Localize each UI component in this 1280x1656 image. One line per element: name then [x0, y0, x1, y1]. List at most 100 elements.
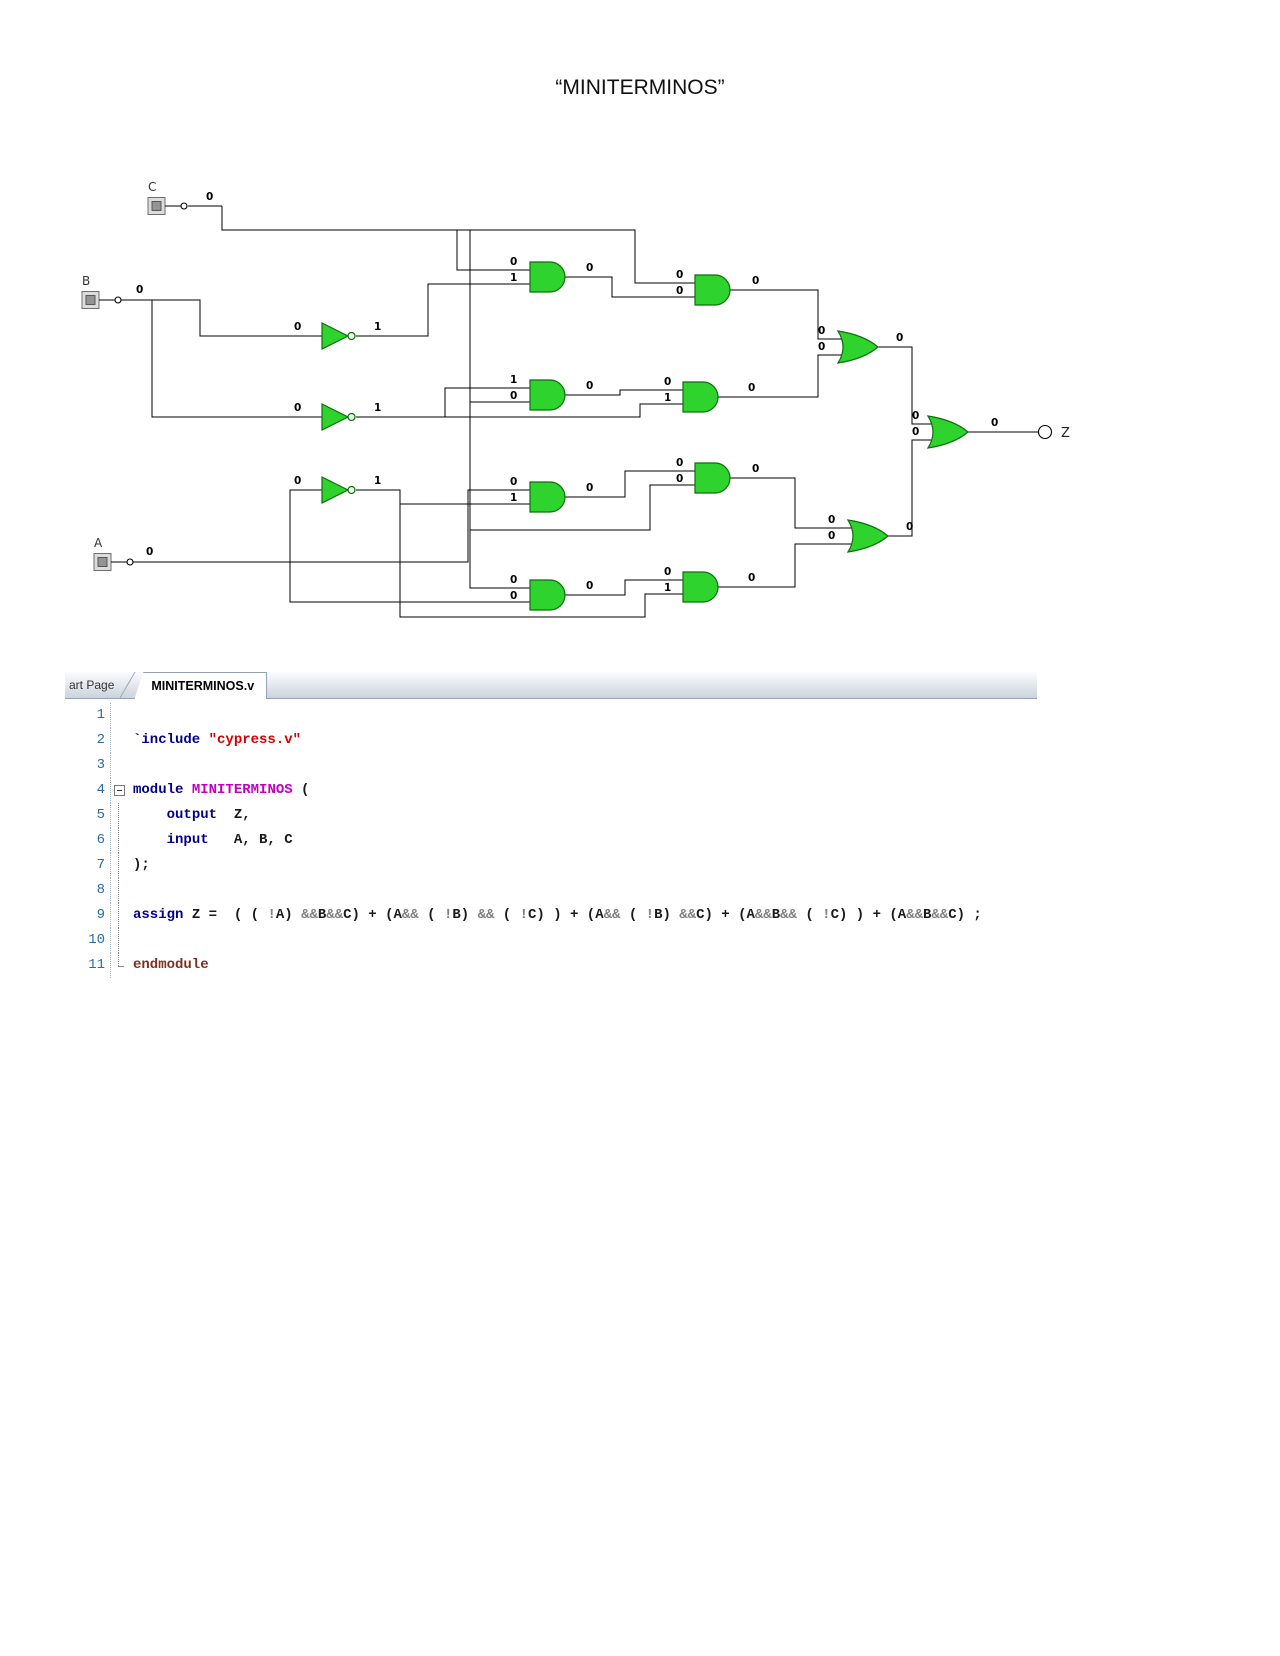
input-terminal [180, 202, 188, 210]
signal-value: 0 [294, 402, 301, 414]
code-line[interactable]: 2`include "cypress.v" [65, 728, 1037, 753]
fold-guide [111, 703, 127, 728]
and-gate-1[interactable] [529, 261, 566, 293]
line-number: 8 [65, 878, 111, 903]
and-gate-body [529, 261, 566, 293]
and-gate-2[interactable] [529, 379, 566, 411]
wire [718, 354, 842, 398]
fold-toggle-icon[interactable] [111, 778, 127, 803]
code-content: assign Z = ( ( !A) &&B&&C) + (A&& ( !B) … [133, 907, 982, 923]
and-gate-4[interactable] [529, 579, 566, 611]
fold-guide [111, 753, 127, 778]
code-content: input A, B, C [166, 832, 293, 848]
code-line[interactable]: 1 [65, 703, 1037, 728]
wire [469, 230, 530, 589]
line-number: 10 [65, 928, 111, 953]
signal-value: 0 [752, 275, 759, 287]
or-gate-3[interactable] [926, 415, 969, 449]
line-number: 2 [65, 728, 111, 753]
code-content [127, 928, 133, 953]
wire [565, 389, 683, 396]
not-gate-1[interactable] [321, 322, 356, 350]
line-number: 5 [65, 803, 111, 828]
wire [878, 346, 932, 425]
signal-value: 0 [510, 590, 517, 602]
signal-value: 1 [510, 272, 517, 284]
and-gate-7[interactable] [694, 462, 731, 494]
tab-start-page[interactable]: art Page [65, 672, 122, 698]
line-number: 6 [65, 828, 111, 853]
wire [456, 230, 530, 271]
signal-value: 0 [294, 321, 301, 333]
and-gate-5[interactable] [694, 274, 731, 306]
or-gate-1[interactable] [836, 330, 879, 364]
signal-value: 0 [146, 546, 153, 558]
and-gate-body [529, 379, 566, 411]
fold-guide [111, 928, 127, 953]
fold-guide [111, 728, 127, 753]
input-switch-a[interactable]: A [93, 536, 134, 571]
wire [289, 562, 530, 603]
wire [152, 299, 322, 337]
not-bubble [347, 331, 356, 341]
code-line[interactable]: 3 [65, 753, 1037, 778]
wire [730, 477, 852, 529]
editor-tab-bar: art Page MINITERMINOS.v [65, 672, 1037, 699]
line-number: 11 [65, 953, 111, 978]
and-gate-body [682, 381, 719, 413]
wire [445, 403, 683, 418]
tab-start-page-label: art Page [69, 678, 115, 692]
not-gate-3[interactable] [321, 476, 356, 504]
signal-value: 0 [828, 514, 835, 526]
signal-value: 0 [586, 380, 593, 392]
wire [356, 489, 530, 505]
and-gate-body [529, 481, 566, 513]
wire [221, 206, 695, 284]
input-switch-c[interactable]: C [147, 180, 188, 215]
and-gate-body [529, 579, 566, 611]
signal-value: 1 [510, 492, 517, 504]
line-number: 1 [65, 703, 111, 728]
code-content [127, 703, 133, 728]
and-gate-3[interactable] [529, 481, 566, 513]
input-switch-b[interactable]: B [81, 274, 122, 309]
input-terminal [114, 296, 122, 304]
tab-miniterminos-v-label: MINITERMINOS.v [151, 679, 255, 693]
not-gate-2[interactable] [321, 403, 356, 431]
output-terminal[interactable] [1037, 424, 1053, 440]
wire [290, 489, 530, 563]
line-number: 4 [65, 778, 111, 803]
wire [565, 470, 695, 498]
signal-value: 0 [752, 463, 759, 475]
signal-value: 1 [374, 402, 381, 414]
wire [151, 300, 322, 418]
signal-value: 0 [676, 473, 683, 485]
fold-guide [111, 828, 127, 853]
not-bubble [347, 412, 356, 422]
and-gate-6[interactable] [682, 381, 719, 413]
code-content: ); [133, 857, 150, 873]
or-gate-body [846, 519, 889, 553]
code-line[interactable]: 8 [65, 878, 1037, 903]
line-number: 7 [65, 853, 111, 878]
or-gate-2[interactable] [846, 519, 889, 553]
line-number: 3 [65, 753, 111, 778]
code-line[interactable]: 6 input A, B, C [65, 828, 1037, 853]
code-line[interactable]: 7); [65, 853, 1037, 878]
tab-miniterminos-v[interactable]: MINITERMINOS.v [134, 672, 268, 699]
code-line[interactable]: 10 [65, 928, 1037, 953]
wire [356, 387, 530, 418]
switch-inner [97, 557, 108, 567]
and-gate-8[interactable] [682, 571, 719, 603]
code-line[interactable]: 5 output Z, [65, 803, 1037, 828]
signal-value: 0 [664, 376, 671, 388]
code-content [127, 753, 133, 778]
wire [399, 504, 683, 618]
fold-guide [111, 903, 127, 928]
not-bubble [347, 485, 356, 495]
